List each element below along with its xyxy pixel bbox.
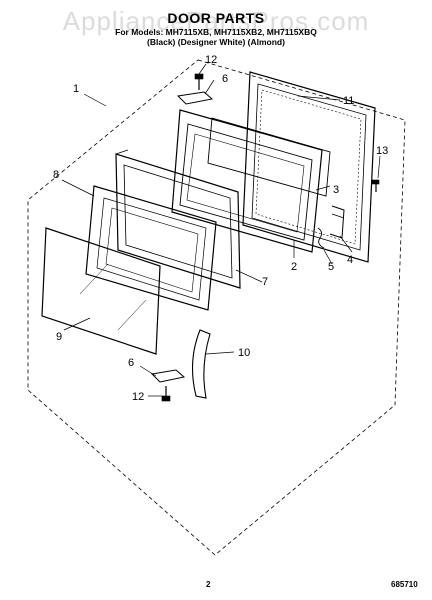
part-6-hinge-bottom	[150, 369, 186, 383]
part-8-door-trim	[85, 185, 217, 311]
part-7-door-frame	[115, 149, 241, 289]
leader-lines	[61, 63, 381, 397]
part-6-hinge-top	[176, 91, 214, 105]
header: DOOR PARTS For Models: MH7115XB, MH7115X…	[0, 10, 432, 47]
callout-11: 11	[343, 95, 354, 107]
callout-7: 7	[262, 276, 268, 288]
callout-3: 3	[333, 184, 339, 196]
callout-1: 1	[73, 83, 79, 95]
part-10-handle	[192, 329, 211, 399]
part-13-screw	[371, 179, 380, 192]
color-list: (Black) (Designer White) (Almond)	[147, 37, 285, 47]
callout-5: 5	[328, 261, 334, 273]
callout-6-top: 6	[222, 73, 228, 85]
callout-10: 10	[238, 347, 250, 359]
callout-4: 4	[347, 254, 353, 266]
callout-2: 2	[291, 261, 297, 273]
callout-6-bottom: 6	[128, 357, 134, 369]
callout-12-bottom: 12	[132, 391, 144, 403]
part-3-door-seal	[207, 117, 331, 197]
part-2-inner-door-panel	[171, 109, 323, 253]
model-list: For Models: MH7115XB, MH7115XB2, MH7115X…	[115, 27, 317, 37]
assembly-outline	[27, 59, 406, 556]
page-title: DOOR PARTS	[167, 10, 265, 26]
page-number: 2	[206, 580, 211, 589]
callout-8: 8	[53, 169, 59, 181]
part-9-outer-glass	[41, 227, 161, 355]
part-11-choke-frame	[242, 71, 376, 263]
document-code: 685710	[391, 580, 418, 589]
part-12-screw-bottom	[161, 386, 171, 402]
part-4-latch-bracket	[329, 205, 345, 239]
callout-12-top: 12	[205, 54, 217, 66]
part-5-latch-spring	[317, 227, 325, 249]
callout-13: 13	[376, 145, 388, 157]
callout-9: 9	[56, 331, 62, 343]
part-12-screw-top	[194, 73, 204, 90]
